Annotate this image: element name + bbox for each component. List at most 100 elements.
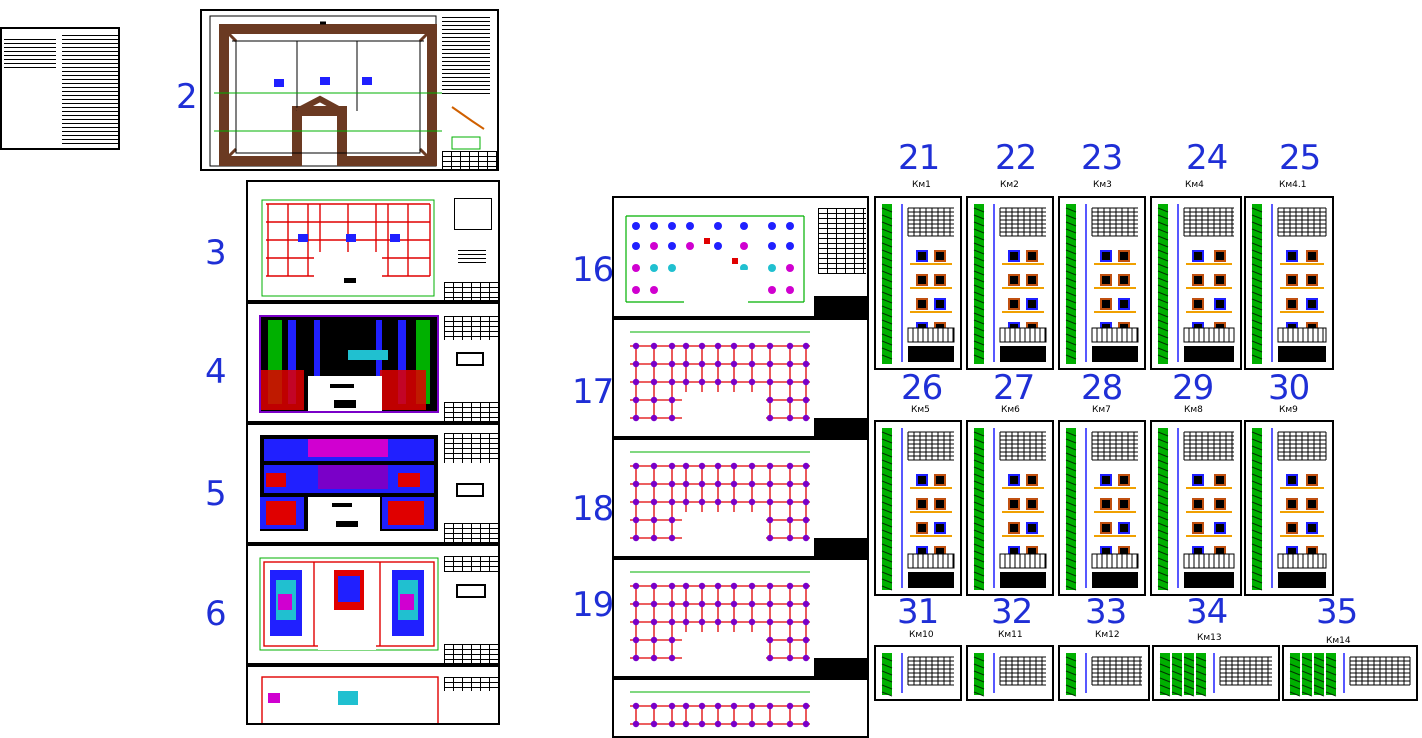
- km-sheet-drawing: [881, 204, 955, 364]
- sheet-18-columns[interactable]: [612, 438, 869, 558]
- sheet-number-2: 2: [176, 77, 198, 117]
- sheet-7-plan[interactable]: [246, 665, 500, 725]
- sheet-number-25: 25: [1279, 138, 1321, 178]
- sheet-17-title-block: [814, 418, 867, 436]
- sheet-33-km12[interactable]: [1058, 645, 1150, 701]
- sheet-19-drawing: [630, 571, 810, 676]
- sheet-28-km7[interactable]: [1058, 420, 1146, 596]
- sheet-27-km6[interactable]: [966, 420, 1054, 596]
- sheet-24-km4[interactable]: [1150, 196, 1242, 370]
- sheet-3-drawing: [261, 199, 435, 297]
- km-sheet-drawing: [881, 653, 954, 697]
- sheet-number-24: 24: [1186, 138, 1228, 178]
- sheet-4-title-block: [444, 402, 498, 421]
- sheet-number-21: 21: [898, 138, 940, 178]
- sheet-23-km3[interactable]: [1058, 196, 1146, 370]
- sheet-34-km13[interactable]: [1152, 645, 1280, 701]
- column-grid: [630, 691, 810, 728]
- sheet-code-30: Км9: [1279, 405, 1298, 415]
- cover-sheet[interactable]: [0, 27, 120, 150]
- sheet-code-27: Км6: [1001, 405, 1020, 415]
- sheet-number-29: 29: [1172, 368, 1214, 408]
- sheet-18-drawing: [630, 451, 810, 556]
- sheet-4-plan[interactable]: [246, 302, 500, 423]
- sheet-code-26: Км5: [911, 405, 930, 415]
- sheet-6-plan[interactable]: [246, 544, 500, 665]
- sheet-2-title-block: [442, 151, 497, 169]
- sheet-4-table: [444, 316, 498, 340]
- sheet-5-table: [444, 433, 498, 463]
- sheet-29-km8[interactable]: [1150, 420, 1242, 596]
- sheet-code-23: Км3: [1093, 180, 1112, 190]
- sheet-code-34: Км13: [1197, 633, 1222, 643]
- km-sheet-drawing: [1065, 653, 1142, 697]
- sheet-6-legend: [456, 584, 486, 598]
- roof-plan-drawing: [209, 15, 485, 167]
- sheet-2-roof-plan[interactable]: [200, 9, 499, 171]
- sheet-31-km10[interactable]: [874, 645, 962, 701]
- sheet-16-plan[interactable]: [612, 196, 869, 318]
- sheet-19-title-block: [814, 658, 867, 676]
- sheet-5-plan[interactable]: [246, 423, 500, 544]
- sheet-17-drawing: [630, 331, 810, 436]
- sheet-3-legend: [458, 250, 486, 264]
- km-sheet-drawing: [1251, 428, 1327, 591]
- sheet-6-table: [444, 556, 498, 572]
- sheet-number-32: 32: [991, 592, 1033, 632]
- sheet-code-31: Км10: [909, 630, 934, 640]
- sheet-code-33: Км12: [1095, 630, 1120, 640]
- sheet-number-31: 31: [897, 592, 939, 632]
- sheet-3-title-block: [444, 282, 498, 300]
- sheet-32-km11[interactable]: [966, 645, 1054, 701]
- sheet-17-columns[interactable]: [612, 318, 869, 438]
- sheet-code-22: Км2: [1000, 180, 1019, 190]
- sheet-6-title-block: [444, 644, 498, 663]
- sheet-code-28: Км7: [1092, 405, 1111, 415]
- sheet-25-km4-1[interactable]: [1244, 196, 1334, 370]
- sheet-number-30: 30: [1268, 368, 1310, 408]
- sheet-7-drawing: [261, 676, 439, 723]
- sheet-22-km2[interactable]: [966, 196, 1054, 370]
- sheet-number-28: 28: [1081, 368, 1123, 408]
- sheet-code-21: Км1: [912, 180, 931, 190]
- sheet-20-columns[interactable]: [612, 678, 869, 738]
- sheet-number-3: 3: [205, 233, 227, 273]
- cover-text-block: [62, 35, 118, 147]
- km-sheet-drawing: [1289, 653, 1411, 697]
- km-sheet-drawing: [1159, 653, 1272, 697]
- sheet-19-columns[interactable]: [612, 558, 869, 678]
- km-sheet-drawing: [973, 428, 1047, 591]
- sheet-code-35: Км14: [1326, 636, 1351, 646]
- sheet-number-6: 6: [205, 594, 227, 634]
- sheet-code-25: Км4.1: [1279, 180, 1307, 190]
- cover-stamp-left: [4, 39, 56, 69]
- sheet-18-title-block: [814, 538, 867, 556]
- km-sheet-drawing: [973, 204, 1047, 364]
- km-sheet-drawing: [881, 428, 955, 591]
- km-sheet-drawing: [973, 653, 1046, 697]
- sheet-3-plan[interactable]: [246, 180, 500, 302]
- km-sheet-drawing: [1065, 204, 1139, 364]
- sheet-number-34: 34: [1186, 592, 1228, 632]
- sheet-number-33: 33: [1085, 592, 1127, 632]
- sheet-5-title-block: [444, 523, 498, 542]
- sheet-code-24: Км4: [1185, 180, 1204, 190]
- sheet-21-km1[interactable]: [874, 196, 962, 370]
- sheet-number-16: 16: [572, 250, 614, 290]
- sheet-5-legend: [456, 483, 484, 497]
- sheet-6-drawing: [259, 557, 439, 651]
- sheet-5-drawing: [260, 435, 438, 531]
- sheet-number-27: 27: [993, 368, 1035, 408]
- sheet-35-km14[interactable]: [1282, 645, 1418, 701]
- sheet-number-19: 19: [572, 585, 614, 625]
- sheet-number-35: 35: [1316, 592, 1358, 632]
- sheet-number-5: 5: [205, 474, 227, 514]
- sheet-2-notes: [442, 17, 490, 95]
- sheet-number-4: 4: [205, 352, 227, 392]
- sheet-4-drawing: [259, 315, 439, 413]
- sheet-30-km9[interactable]: [1244, 420, 1334, 596]
- sheet-26-km5[interactable]: [874, 420, 962, 596]
- km-sheet-drawing: [1157, 204, 1235, 364]
- sheet-number-17: 17: [572, 372, 614, 412]
- sheet-3-section: [454, 198, 492, 230]
